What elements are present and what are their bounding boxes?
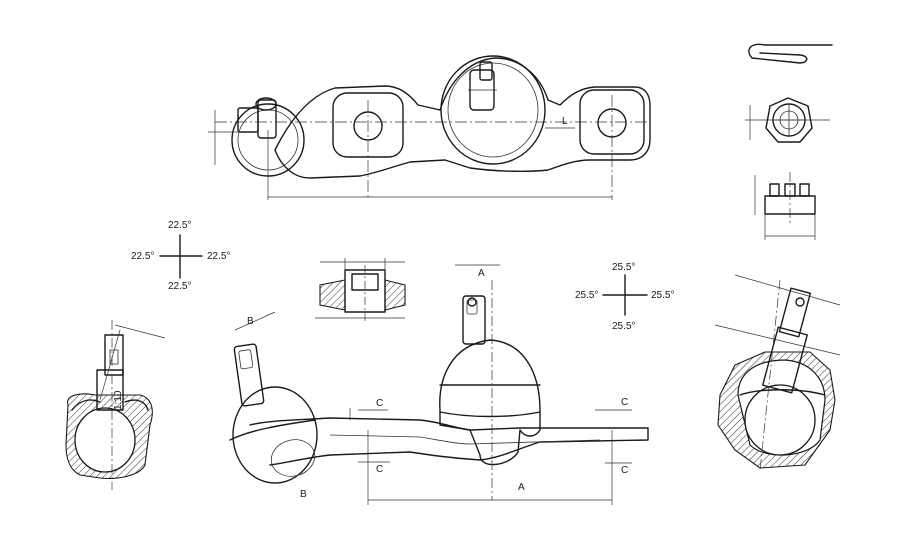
- left-ball-joint-section: 1:10: [65, 320, 166, 490]
- angle-right-bottom: 25.5°: [612, 321, 635, 332]
- side-main-ball-housing: [439, 339, 541, 466]
- angle-left-top: 22.5°: [168, 220, 191, 231]
- side-left-ball-housing: [232, 386, 318, 484]
- side-main-stud: [462, 295, 486, 345]
- side-arm-outline: [249, 417, 649, 466]
- section-a-bottom: A: [518, 482, 525, 493]
- top-plan-view: L: [208, 55, 651, 200]
- section-b-bottom: B: [300, 489, 307, 500]
- angle-right-top: 25.5°: [612, 262, 635, 273]
- angle-left-right: 22.5°: [207, 251, 230, 262]
- left-stud: [237, 107, 259, 133]
- control-arm-outline: [274, 57, 651, 179]
- dim-l-label: L: [562, 116, 568, 127]
- angle-indicator-left: 22.5° 22.5° 22.5° 22.5°: [131, 220, 230, 292]
- section-a-top: A: [478, 268, 485, 279]
- castle-nut-side-view: [754, 172, 816, 240]
- taper-ratio-label: 1:10: [113, 390, 124, 410]
- angle-left-bottom: 22.5°: [168, 281, 191, 292]
- section-c-3: C: [621, 397, 628, 408]
- angle-right-left: 25.5°: [575, 290, 598, 301]
- right-section-stud: [762, 326, 808, 394]
- castle-nut-top-view: [745, 97, 830, 143]
- angle-left-left: 22.5°: [131, 251, 154, 262]
- section-c-1: C: [376, 398, 383, 409]
- section-c-2: C: [376, 464, 383, 475]
- side-left-stud: [233, 343, 265, 407]
- angle-right-right: 25.5°: [651, 290, 674, 301]
- right-ball: [744, 384, 816, 456]
- main-ball-housing: [440, 55, 546, 165]
- center-side-view: B B A A C C C C: [229, 264, 649, 505]
- section-b-top: B: [247, 316, 254, 327]
- left-section-stud: [96, 369, 124, 411]
- angle-indicator-right: 25.5° 25.5° 25.5° 25.5°: [575, 262, 674, 332]
- right-ball-joint-section: [714, 274, 841, 471]
- bushing-section: [315, 258, 406, 322]
- cotter-pin: [748, 43, 833, 64]
- section-c-4: C: [621, 465, 628, 476]
